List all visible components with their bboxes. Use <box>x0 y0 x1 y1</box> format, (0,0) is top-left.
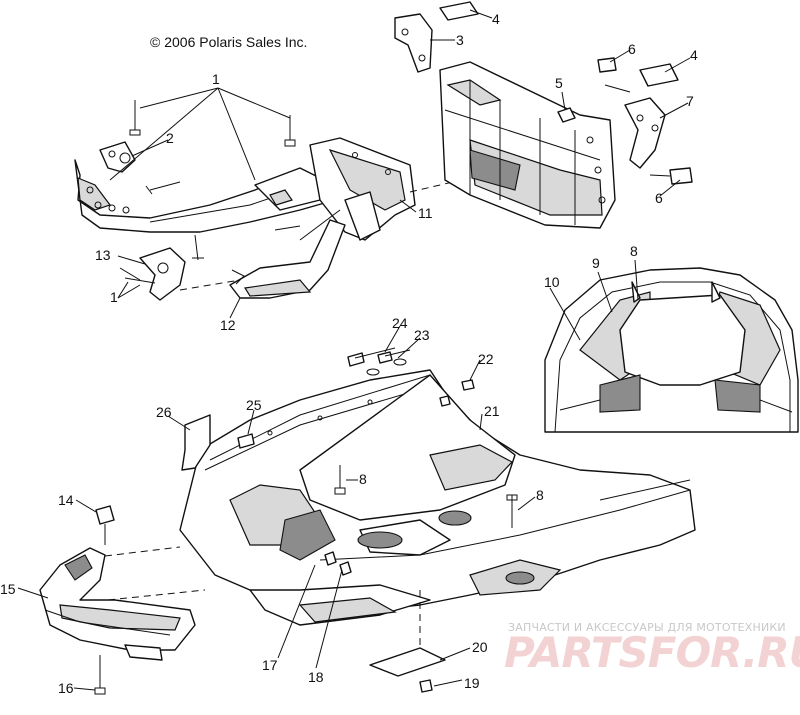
watermark-subtitle: ЗАПЧАСТИ И АКСЕССУАРЫ ДЛЯ МОТОТЕХНИКИ <box>508 621 786 634</box>
callout-2: 2 <box>166 130 174 146</box>
callout-3: 3 <box>456 32 464 48</box>
callout-4: 4 <box>690 47 698 63</box>
callout-20: 20 <box>472 639 488 655</box>
callout-21: 21 <box>484 403 500 419</box>
leader-lines <box>17 9 691 691</box>
front-bumper-15 <box>39 505 206 695</box>
callout-1: 1 <box>212 71 220 87</box>
small-brackets-top <box>394 1 679 87</box>
callout-11: 11 <box>418 205 433 221</box>
copyright-text: © 2006 Polaris Sales Inc. <box>150 34 308 50</box>
watermark-logo: PARTSFOR.RU <box>504 628 800 677</box>
callout-13: 13 <box>95 247 111 263</box>
callout-6: 6 <box>655 190 663 206</box>
callout-7: 7 <box>686 93 694 109</box>
callout-16: 16 <box>58 680 74 696</box>
callout-23: 23 <box>414 327 430 343</box>
callout-24: 24 <box>392 315 408 331</box>
callout-4: 4 <box>492 11 500 27</box>
callout-18: 18 <box>308 669 324 685</box>
callout-14: 14 <box>58 492 74 508</box>
callout-12: 12 <box>220 317 236 333</box>
callout-8: 8 <box>536 487 544 503</box>
callout-25: 25 <box>246 397 262 413</box>
callout-10: 10 <box>544 274 560 290</box>
callout-15: 15 <box>0 581 16 597</box>
callout-labels: 1 1 2 3 4 4 5 6 6 7 8 8 8 9 10 11 12 13 … <box>0 11 698 696</box>
callout-5: 5 <box>555 75 563 91</box>
callout-9: 9 <box>592 255 600 271</box>
hood-interior-inset <box>544 267 799 433</box>
rear-frame-section <box>439 57 693 229</box>
bottom-hardware <box>369 590 446 693</box>
console-bracket-11 <box>309 137 471 241</box>
callout-1: 1 <box>110 289 118 305</box>
steering-support-12 <box>179 209 346 299</box>
callout-8: 8 <box>630 243 638 259</box>
callout-8: 8 <box>359 471 367 487</box>
callout-17: 17 <box>262 657 278 673</box>
callout-26: 26 <box>156 404 172 420</box>
callout-22: 22 <box>478 351 494 367</box>
front-frame-assembly <box>74 100 336 301</box>
callout-6: 6 <box>628 41 636 57</box>
hood-hardware <box>181 347 518 528</box>
callout-19: 19 <box>464 675 480 691</box>
